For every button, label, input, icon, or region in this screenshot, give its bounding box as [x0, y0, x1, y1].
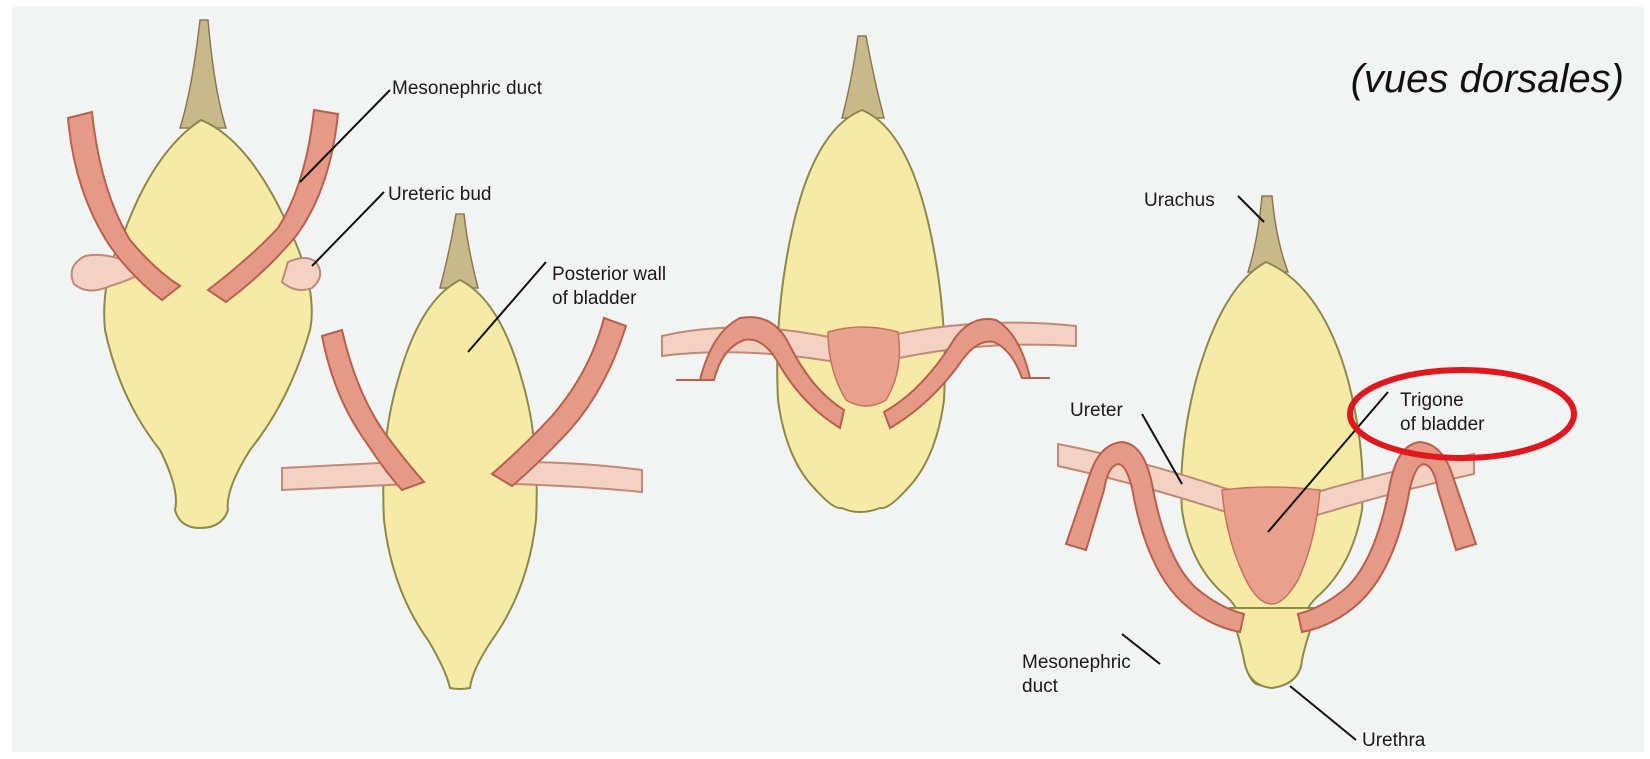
label-mesonephric-duct-bottom-line1: Mesonephric — [1022, 652, 1131, 673]
label-ureter: Ureter — [1070, 400, 1123, 421]
label-urethra: Urethra — [1362, 730, 1426, 751]
label-mesonephric-duct-top: Mesonephric duct — [392, 78, 543, 99]
view-caption: (vues dorsales) — [1351, 57, 1624, 101]
label-ureteric-bud: Ureteric bud — [388, 184, 492, 205]
label-posterior-wall-line2: of bladder — [552, 288, 637, 309]
label-posterior-wall-line1: Posterior wall — [552, 264, 666, 285]
label-mesonephric-duct-bottom-line2: duct — [1022, 676, 1059, 697]
label-trigone-line1: Trigone — [1400, 390, 1464, 411]
label-urachus: Urachus — [1144, 190, 1215, 211]
label-trigone-line2: of bladder — [1400, 414, 1485, 435]
